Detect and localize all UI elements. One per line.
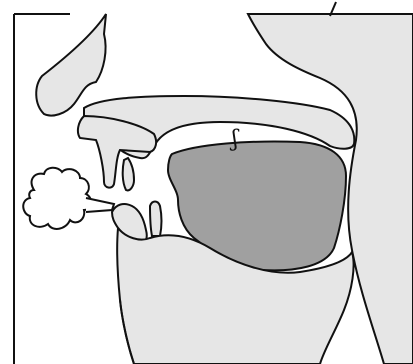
lower-teeth [150,202,162,237]
upper-teeth [123,158,134,190]
nose [36,14,106,116]
airflow-cloud [23,168,91,229]
airflow-tail [86,198,114,212]
